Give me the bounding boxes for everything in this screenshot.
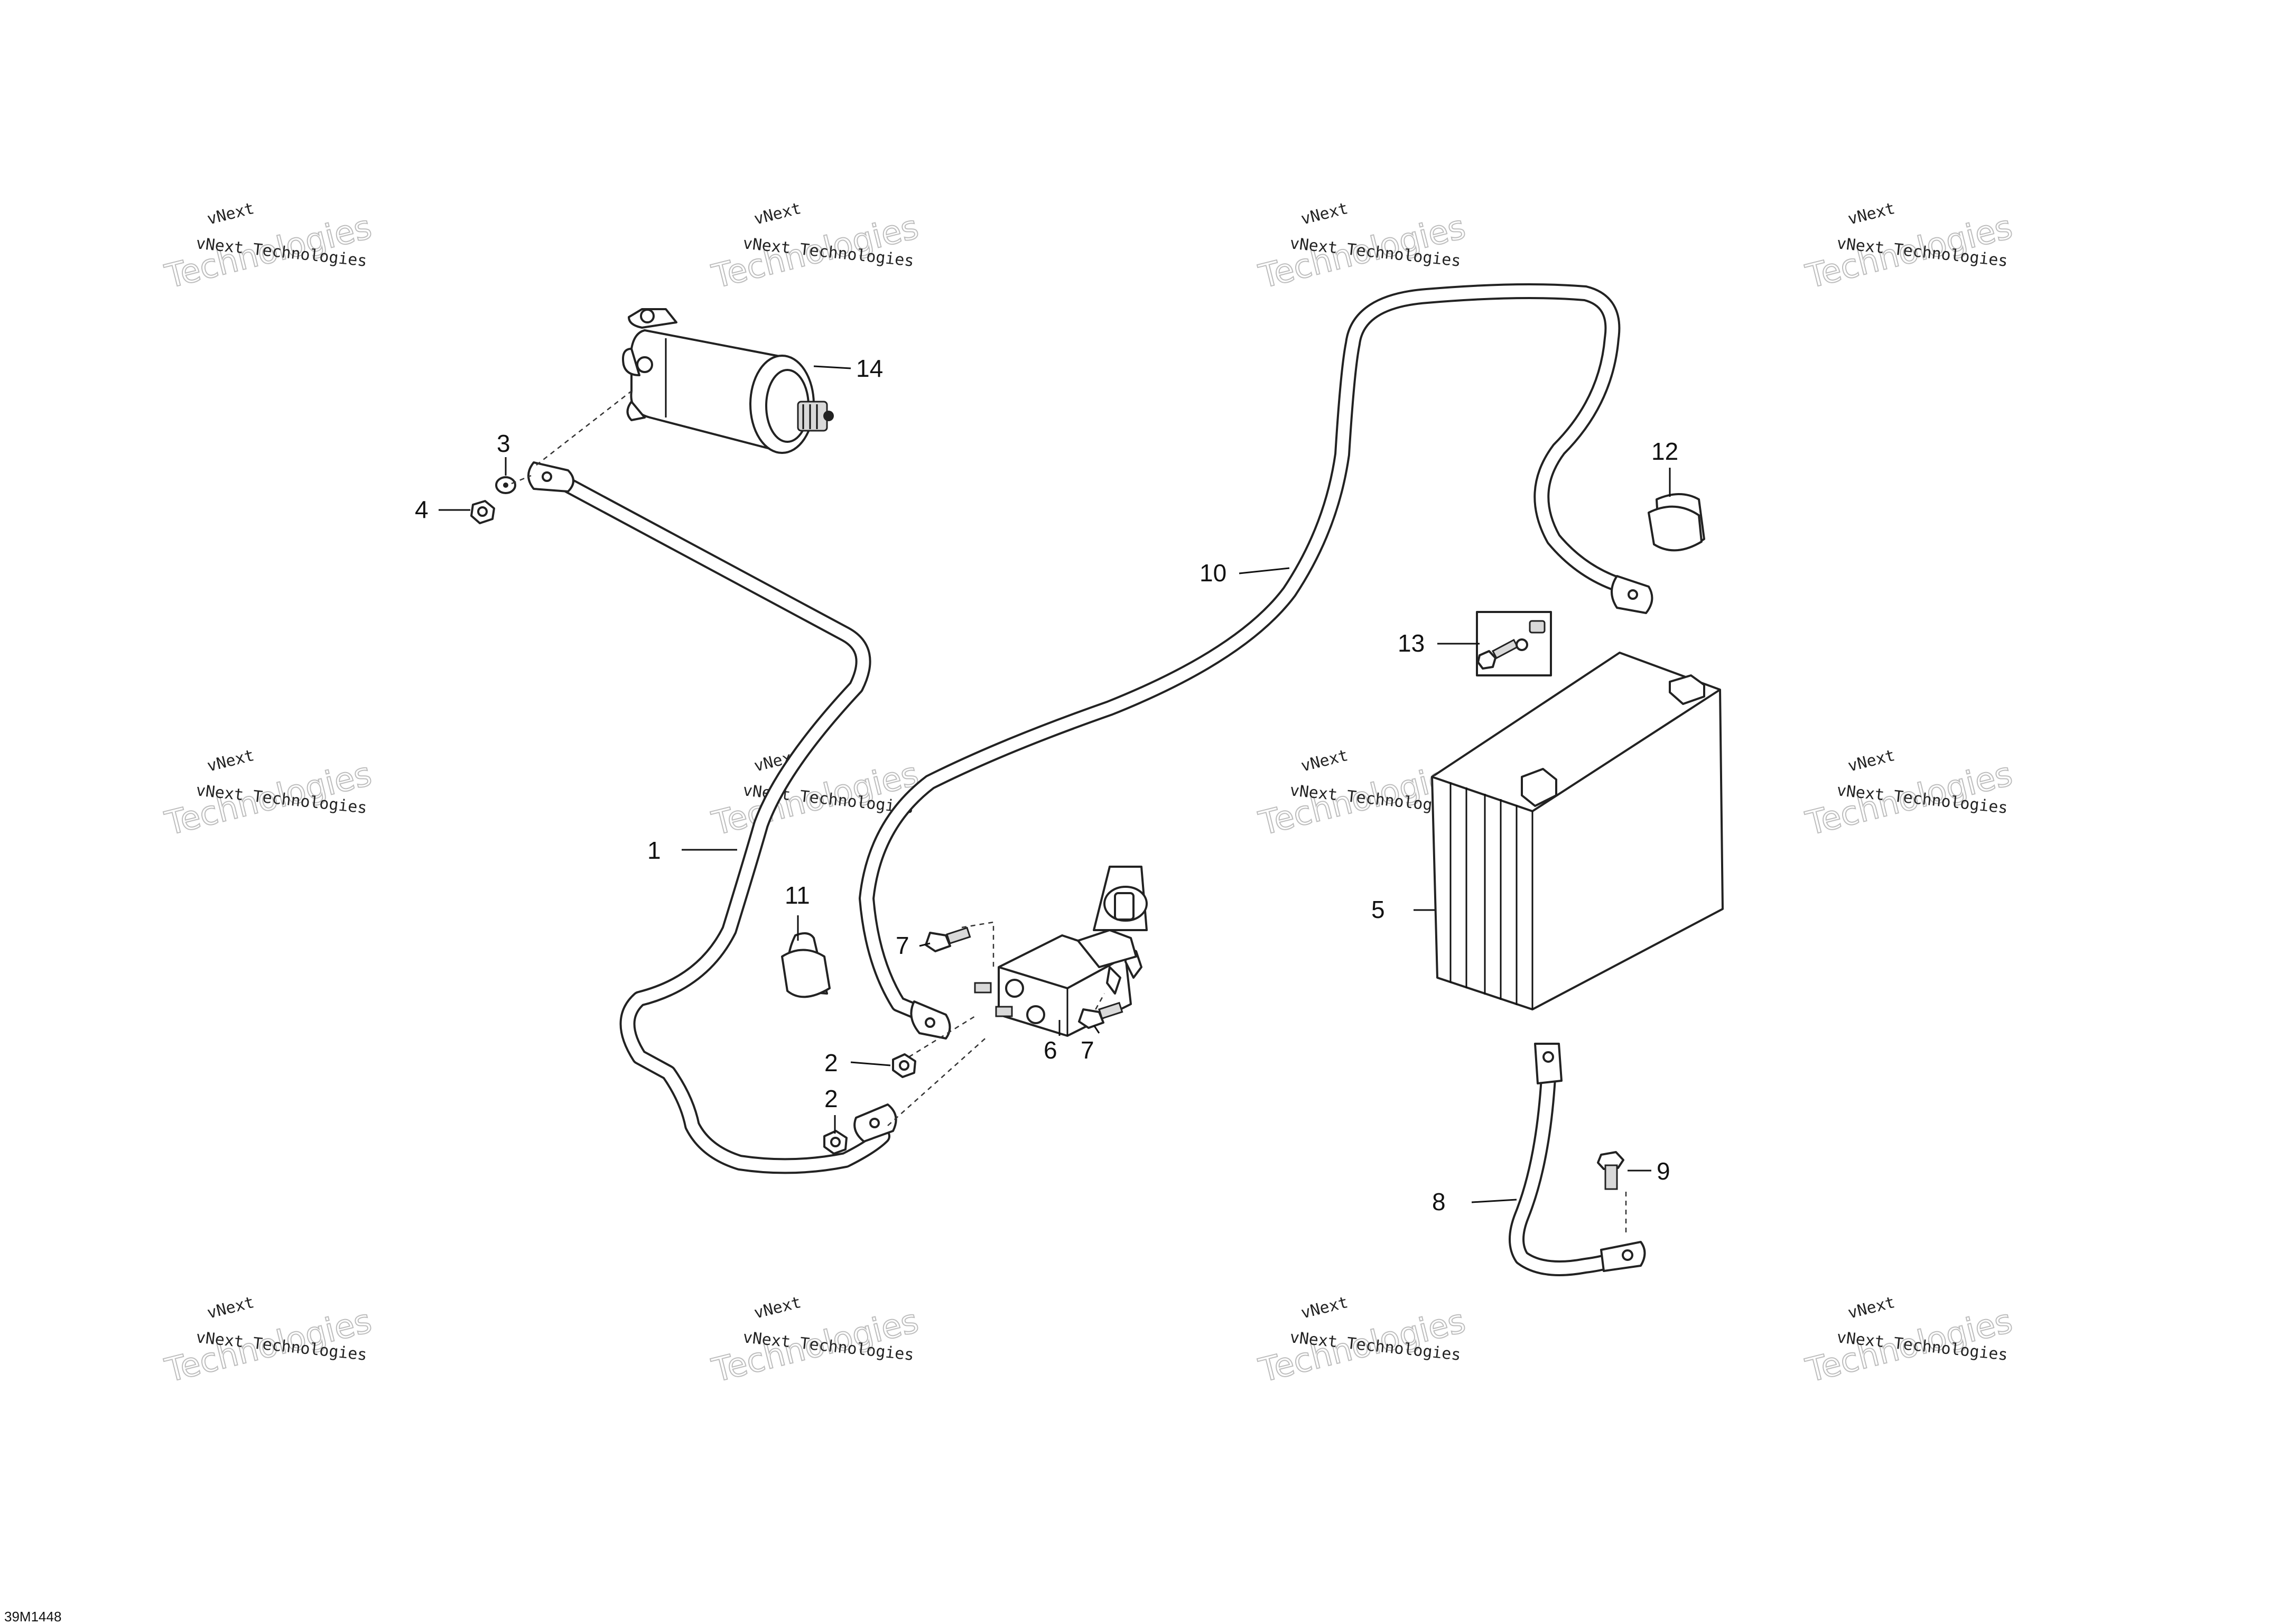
watermark-top-text: vNext xyxy=(1299,1293,1350,1323)
watermark: Technologies vNext vNext Technologies xyxy=(161,199,376,296)
callout-9: 9 xyxy=(1657,1157,1670,1185)
callout-14: 14 xyxy=(856,355,883,382)
ground-cable xyxy=(1509,1043,1646,1276)
callout-leaders xyxy=(439,365,1671,1203)
starter-motor xyxy=(622,308,834,454)
bolt-kit xyxy=(1476,611,1552,676)
watermark: Technologies vNext vNext Technologies xyxy=(1801,746,2016,843)
callout-6: 6 xyxy=(1044,1036,1057,1064)
callout-5: 5 xyxy=(1371,896,1385,923)
watermark-top-text: vNext xyxy=(205,1293,256,1323)
battery xyxy=(1431,652,1724,1010)
callout-13: 13 xyxy=(1398,629,1425,657)
watermark: Technologies vNext vNext Technologies xyxy=(161,746,376,843)
lug-hole xyxy=(1622,1249,1633,1261)
watermark-top-text: vNext xyxy=(1299,746,1350,776)
lug-hole xyxy=(542,471,552,482)
main-cable xyxy=(859,283,1653,1040)
screw xyxy=(1078,1001,1123,1029)
callout-12: 12 xyxy=(1651,438,1678,465)
watermark-top-text: vNext xyxy=(1846,199,1897,229)
watermark: Technologies vNext vNext Technologies xyxy=(1801,1293,2016,1390)
callout-2: 2 xyxy=(824,1085,838,1112)
callout-8: 8 xyxy=(1432,1188,1446,1215)
washer xyxy=(495,476,516,494)
callout-11: 11 xyxy=(785,881,810,909)
watermark-top-text: vNext xyxy=(1299,199,1350,229)
assembly-line xyxy=(511,391,632,485)
watermark: Technologies vNext vNext Technologies xyxy=(708,1293,923,1390)
watermark: Technologies vNext vNext Technologies xyxy=(1254,199,1470,296)
assembly-line xyxy=(887,921,1105,1126)
watermark-top-text: vNext xyxy=(752,199,803,229)
watermark-top-text: vNext xyxy=(1846,1293,1897,1323)
drawing-code: 39M1448 xyxy=(4,1609,61,1624)
lug-hole xyxy=(869,1118,880,1128)
watermark-top-text: vNext xyxy=(205,746,256,776)
bolt xyxy=(1597,1151,1624,1190)
starter-cable xyxy=(527,461,897,1174)
callout-7: 7 xyxy=(1081,1036,1094,1064)
hex-nut xyxy=(823,1130,848,1155)
callout-numbers: 1 2 2 3 4 5 6 7 7 8 9 10 11 12 13 14 xyxy=(415,355,1678,1215)
lug-hole xyxy=(1542,1051,1554,1063)
callout-7: 7 xyxy=(896,932,909,959)
hex-nut xyxy=(470,500,495,524)
callout-4: 4 xyxy=(415,496,429,523)
watermark: Technologies vNext vNext Technologies xyxy=(161,1293,376,1390)
terminal-cap xyxy=(781,932,831,998)
watermark-top-text: vNext xyxy=(205,199,256,229)
callout-10: 10 xyxy=(1200,559,1226,587)
callout-2: 2 xyxy=(824,1049,838,1077)
watermark-group: Technologies vNext vNext Technologies Te… xyxy=(161,199,2016,1390)
lug-hole xyxy=(1628,589,1638,600)
watermark-top-text: vNext xyxy=(1846,746,1897,776)
lug-hole xyxy=(925,1017,935,1028)
starter-solenoid xyxy=(974,866,1148,1037)
watermark: Technologies vNext vNext Technologies xyxy=(1801,199,2016,296)
callout-3: 3 xyxy=(497,430,510,457)
hex-nut xyxy=(892,1053,916,1078)
screw xyxy=(925,926,971,952)
cable-lug xyxy=(1534,1043,1563,1084)
watermark-top-text: vNext xyxy=(752,1293,803,1323)
callout-1: 1 xyxy=(647,837,661,864)
terminal-cap xyxy=(1648,493,1705,552)
watermark: Technologies vNext vNext Technologies xyxy=(1254,1293,1470,1390)
watermark: Technologies vNext vNext Technologies xyxy=(708,199,923,296)
